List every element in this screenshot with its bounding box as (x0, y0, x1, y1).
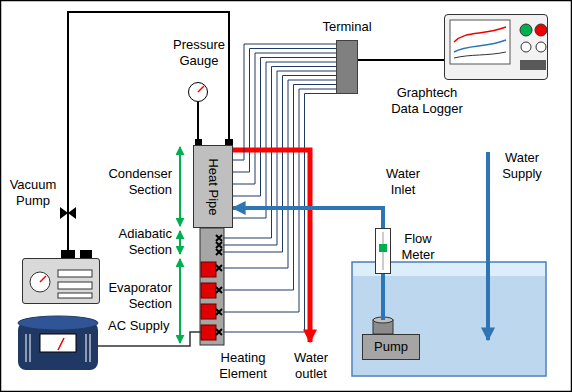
thermocouple-wire (232, 53, 336, 184)
heating-element (201, 283, 216, 298)
logger-trace (454, 27, 506, 42)
connector (381, 274, 385, 320)
node-text: Terminal (322, 19, 371, 35)
thermocouple-mark (216, 329, 222, 335)
logger-body (444, 14, 548, 80)
water-supply-arrow (486, 152, 490, 340)
logger-button (536, 42, 546, 52)
thermocouple-wire (223, 85, 336, 291)
thermocouple-mark (216, 265, 222, 271)
ac-supply: AC Supply (18, 316, 98, 372)
part-label: Water Inlet (378, 166, 428, 198)
flow-meter-tube (375, 228, 391, 274)
part-label: Adiabatic Section (100, 226, 172, 258)
flow-meter: Flow Meter (375, 228, 391, 274)
heating-element (201, 304, 216, 319)
pressure-gauge: Pressure Gauge (188, 82, 208, 102)
heating-element (201, 325, 216, 340)
part-label: Water Supply (494, 150, 550, 182)
thermocouple-wire (223, 71, 336, 245)
vacuum-needle (40, 276, 46, 282)
node-text: AC Supply (108, 318, 169, 334)
ac-stripe (30, 334, 31, 362)
data-logger: Graphtech Data Logger (444, 14, 548, 80)
part-label: Water outlet (286, 350, 336, 382)
heat-pipe-lower (200, 228, 224, 345)
node-text: Heat Pipe (205, 158, 221, 215)
vacuum-dial (30, 272, 50, 292)
node-text: Pump (374, 339, 408, 355)
connector (233, 208, 383, 228)
pump-box: Pump (362, 334, 420, 360)
node-text: Graphtech Data Logger (387, 85, 467, 117)
part-label: Evaporator Section (100, 280, 172, 312)
water-outlet-arrow (233, 150, 310, 342)
connector (197, 102, 199, 139)
ac-stripe (26, 334, 27, 362)
section-arrow (179, 231, 181, 254)
gauge-needle (198, 86, 204, 92)
ac-supply-top (18, 316, 98, 330)
vacuum-display (58, 293, 92, 298)
logger-trace (454, 40, 506, 52)
thermocouple-wire (223, 89, 336, 312)
thermocouple-mark (216, 249, 222, 255)
thermocouple-wire (223, 94, 336, 333)
part-label: Condenser Section (100, 166, 172, 198)
logger-slot (520, 60, 546, 70)
logger-button (521, 42, 531, 52)
vacuum-display (58, 282, 92, 289)
thermocouple-mark (216, 309, 222, 315)
section-arrow (179, 147, 181, 226)
thermocouple-wire (232, 62, 336, 218)
logger-screen (450, 20, 510, 64)
logger-trace (454, 52, 506, 58)
ac-stripe (86, 334, 87, 362)
connector (233, 44, 336, 160)
connector (358, 59, 444, 61)
heating-element (201, 262, 216, 277)
vacuum-pump: Vacuum Pump (22, 258, 100, 304)
ac-needle (58, 338, 64, 350)
thermocouple-mark (216, 235, 222, 241)
water-tank (352, 262, 546, 376)
heat-pipe: Heat Pipe (193, 145, 233, 228)
logger-button (535, 24, 547, 36)
ac-wire (98, 332, 201, 346)
logger-button (520, 24, 532, 36)
node-text: Flow Meter (397, 231, 439, 263)
node-text: Vacuum Pump (5, 177, 61, 209)
ac-meter (40, 334, 76, 352)
gauge-face (188, 82, 208, 102)
thermocouple-wire (223, 76, 336, 253)
section-arrow (179, 259, 181, 343)
flow-meter-float (379, 244, 387, 252)
terminal-block: Terminal (336, 40, 358, 94)
vacuum-display (58, 270, 92, 277)
node-text: Pressure Gauge (169, 37, 229, 69)
thermocouple-wire (232, 58, 336, 197)
thermocouple-mark (216, 287, 222, 293)
thermocouple-wire (223, 80, 336, 268)
thermocouple-wire (232, 49, 336, 173)
vacuum-pump-body (22, 258, 100, 304)
part-label: Heating Element (214, 350, 272, 382)
ac-stripe (90, 334, 91, 362)
thermocouple-mark (216, 242, 222, 248)
